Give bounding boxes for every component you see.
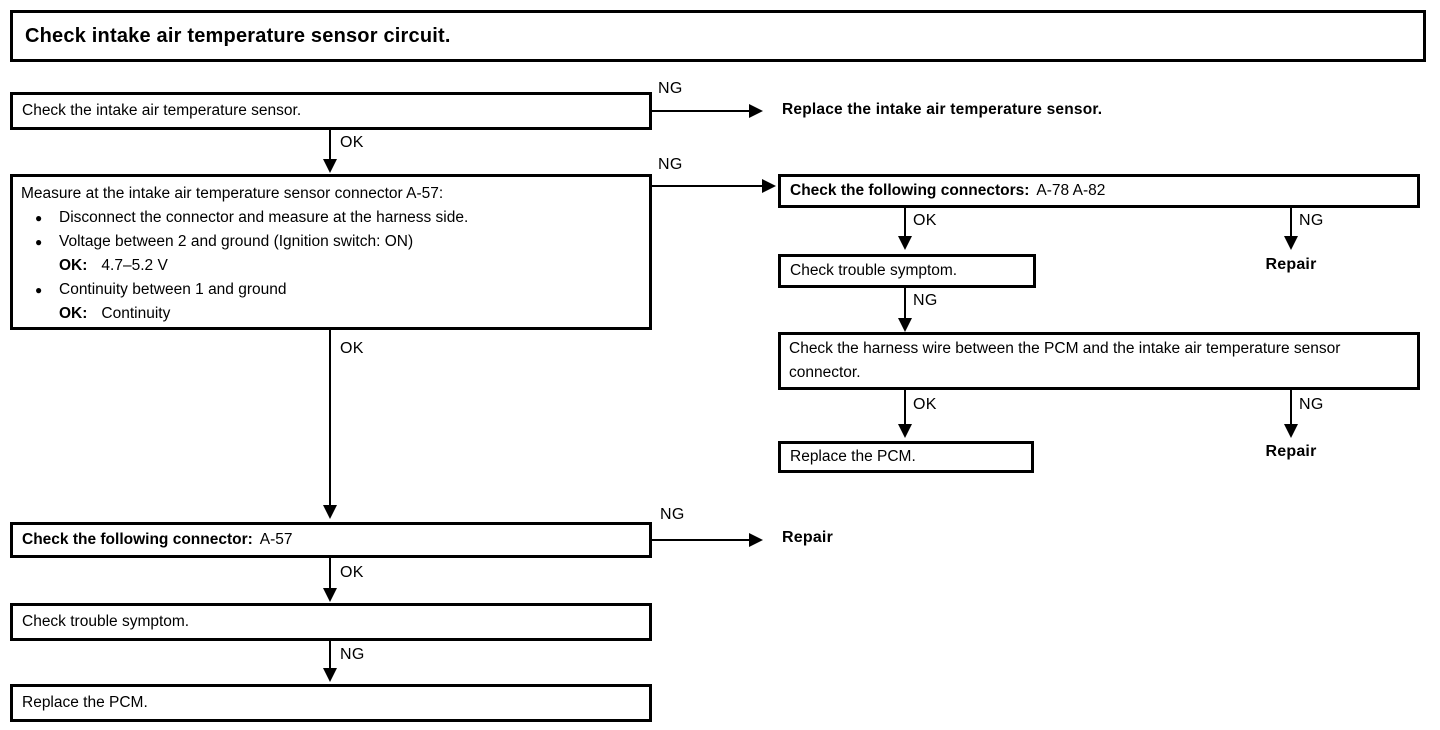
ng-label-connectors: NG [1299,212,1324,229]
result-repair-left: Repair [782,529,833,546]
ok-label-step1: OK [340,134,364,151]
step-connectors-box: Check the following connectors: A-78 A-8… [778,174,1420,208]
ng-label-trouble-right: NG [913,292,938,309]
step-trouble-right-box: Check trouble symptom. [778,254,1036,288]
arrow-connectors-ok-line [904,208,906,238]
arrow-step2-ng-line [652,185,764,187]
measure-ok-continuity: OK:Continuity [59,305,171,322]
arrow-trouble-right-ng-head [898,318,912,332]
measure-bullet3: ● Continuity between 1 and ground [21,278,641,302]
ok-label-step2: OK [340,340,364,357]
arrow-harness-ok-head [898,424,912,438]
step-harness-label: Check the harness wire between the PCM a… [789,340,1341,381]
ng-label-a57: NG [660,506,685,523]
arrow-trouble-left-ng-head [323,668,337,682]
step-replace-pcm-right-box: Replace the PCM. [778,441,1034,473]
bullet-icon: ● [35,283,43,297]
step-connector-a57-prefix: Check the following connector: [22,531,253,548]
step-connectors-ids: A-78 A-82 [1036,182,1106,199]
arrow-step2-ok-head [323,505,337,519]
ng-label-trouble-left: NG [340,646,365,663]
ok-label-connectors: OK [913,212,937,229]
flowchart-title-box: Check intake air temperature sensor circ… [10,10,1426,62]
ng-label-harness: NG [1299,396,1324,413]
arrow-connectors-ok-head [898,236,912,250]
arrow-step1-ng-head [749,104,763,118]
step-connectors-prefix: Check the following connectors: [790,182,1030,199]
arrow-step2-ng-head [762,179,776,193]
ok-label-a57: OK [340,564,364,581]
arrow-step2-ok-line [329,330,331,508]
ok-label-harness: OK [913,396,937,413]
step-connector-a57-box: Check the following connector: A-57 [10,522,652,558]
arrow-a57-ok-line [329,558,331,590]
step-measure-box: Measure at the intake air temperature se… [10,174,652,330]
measure-ok-voltage: OK:4.7–5.2 V [59,257,168,274]
measure-heading: Measure at the intake air temperature se… [21,185,444,202]
result-repair-mid: Repair [1265,443,1317,460]
step-harness-box: Check the harness wire between the PCM a… [778,332,1420,390]
ng-label-step1: NG [658,80,683,97]
bullet-icon: ● [35,235,43,249]
arrow-step1-ok-head [323,159,337,173]
step-connector-a57-ids: A-57 [259,531,293,548]
flowchart-title: Check intake air temperature sensor circ… [25,24,451,47]
arrow-connectors-ng-head [1284,236,1298,250]
arrow-a57-ng-head [749,533,763,547]
arrow-trouble-left-ng-line [329,641,331,670]
step-trouble-left-box: Check trouble symptom. [10,603,652,641]
arrow-a57-ng-line [652,539,750,541]
arrow-trouble-right-ng-line [904,288,906,320]
arrow-harness-ok-line [904,390,906,426]
step-check-sensor-label: Check the intake air temperature sensor. [22,102,302,119]
arrow-harness-ng-line [1290,390,1292,426]
step-trouble-left-label: Check trouble symptom. [22,613,190,630]
arrow-step1-ng-line [652,110,750,112]
step-replace-pcm-left-label: Replace the PCM. [22,694,148,711]
step-replace-pcm-left-box: Replace the PCM. [10,684,652,722]
step-trouble-right-label: Check trouble symptom. [790,262,958,279]
measure-bullet2: ● Voltage between 2 and ground (Ignition… [21,230,641,254]
step-replace-pcm-right-label: Replace the PCM. [790,448,916,465]
arrow-connectors-ng-line [1290,208,1292,238]
bullet-icon: ● [35,211,43,225]
arrow-a57-ok-head [323,588,337,602]
arrow-harness-ng-head [1284,424,1298,438]
step-check-sensor-box: Check the intake air temperature sensor. [10,92,652,130]
result-replace-sensor: Replace the intake air temperature senso… [782,101,1103,118]
result-repair-top: Repair [1265,256,1317,273]
measure-bullet1: ● Disconnect the connector and measure a… [21,206,641,230]
arrow-step1-ok-line [329,130,331,162]
ng-label-step2: NG [658,156,683,173]
